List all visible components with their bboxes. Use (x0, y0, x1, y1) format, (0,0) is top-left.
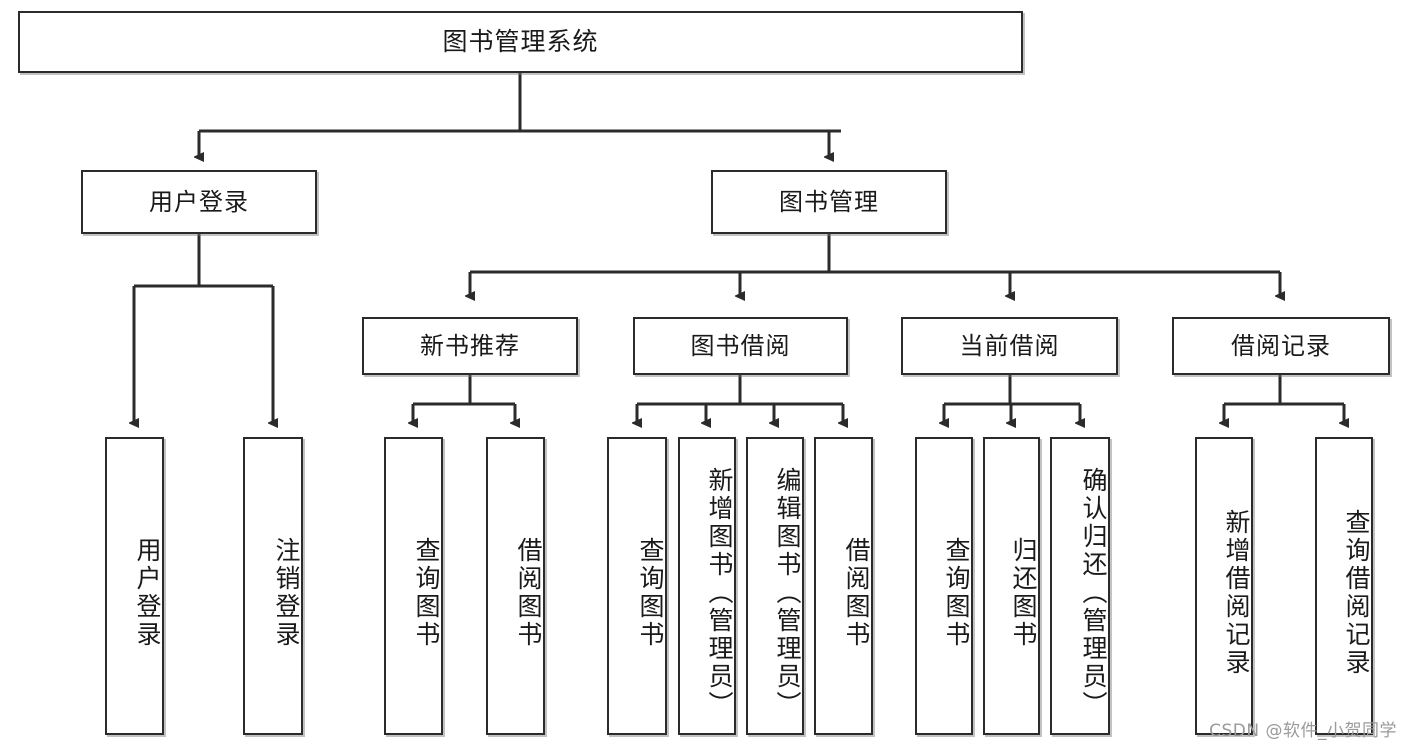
node-borrow-record-label: 借阅记录 (1231, 331, 1331, 360)
leaf-label: 编辑图书（管理员） (773, 467, 802, 719)
leaf-record-query[interactable]: 查询借阅记录 (1315, 437, 1373, 735)
leaf-current-return-book[interactable]: 归还图书 (983, 437, 1040, 735)
node-user-login[interactable]: 用户登录 (81, 170, 317, 234)
leaf-label: 查询图书 (942, 537, 971, 649)
node-user-login-label: 用户登录 (149, 187, 249, 216)
leaf-label: 借阅图书 (514, 537, 543, 649)
node-book-borrow-label: 图书借阅 (690, 331, 791, 360)
node-root-label: 图书管理系统 (442, 27, 599, 57)
leaf-label: 注销登录 (272, 537, 301, 649)
leaf-borrow-borrow-book[interactable]: 借阅图书 (814, 437, 873, 735)
leaf-new-book-borrow[interactable]: 借阅图书 (486, 437, 545, 735)
leaf-label: 归还图书 (1009, 537, 1038, 649)
node-new-book-recommend-label: 新书推荐 (420, 331, 520, 360)
node-current-borrow[interactable]: 当前借阅 (901, 317, 1118, 375)
leaf-user-login-signout[interactable]: 注销登录 (243, 437, 303, 735)
leaf-borrow-add-book[interactable]: 新增图书（管理员） (678, 437, 736, 735)
watermark: CSDN @软件_小贺同学 (1209, 721, 1397, 741)
leaf-label: 查询借阅记录 (1342, 509, 1371, 677)
leaf-current-query-book[interactable]: 查询图书 (915, 437, 973, 735)
node-current-borrow-label: 当前借阅 (959, 331, 1060, 360)
leaf-user-login-signin[interactable]: 用户登录 (105, 437, 164, 735)
node-root[interactable]: 图书管理系统 (18, 11, 1023, 73)
leaf-borrow-query-book[interactable]: 查询图书 (607, 437, 667, 735)
leaf-current-confirm-return[interactable]: 确认归还（管理员） (1050, 437, 1110, 735)
node-book-management-label: 图书管理 (779, 187, 879, 216)
node-borrow-record[interactable]: 借阅记录 (1172, 317, 1390, 375)
leaf-borrow-edit-book[interactable]: 编辑图书（管理员） (746, 437, 804, 735)
node-book-borrow[interactable]: 图书借阅 (633, 317, 848, 375)
node-new-book-recommend[interactable]: 新书推荐 (362, 317, 578, 375)
leaf-label: 查询图书 (412, 537, 441, 649)
node-book-management[interactable]: 图书管理 (711, 170, 947, 234)
leaf-record-add[interactable]: 新增借阅记录 (1195, 437, 1253, 735)
leaf-label: 新增图书（管理员） (705, 467, 734, 719)
leaf-label: 用户登录 (133, 537, 162, 649)
leaf-label: 新增借阅记录 (1222, 509, 1251, 677)
leaf-label: 借阅图书 (842, 537, 871, 649)
leaf-label: 确认归还（管理员） (1079, 467, 1108, 719)
leaf-label: 查询图书 (636, 537, 665, 649)
leaf-new-book-query[interactable]: 查询图书 (384, 437, 443, 735)
